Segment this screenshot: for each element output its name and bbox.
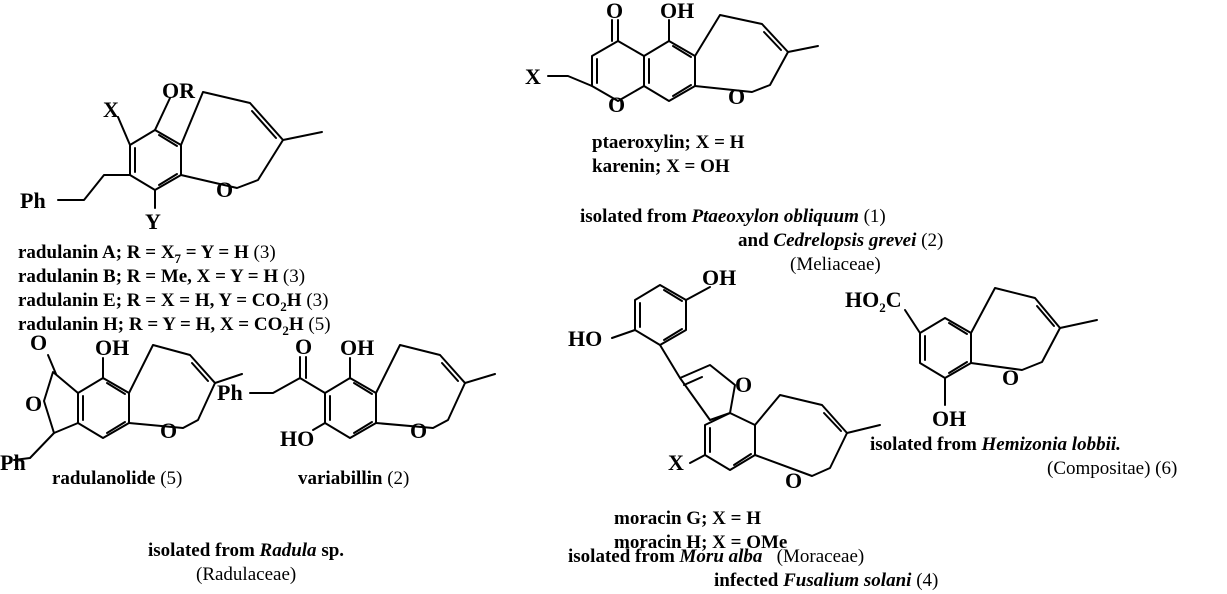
ptaeroxylin-ring-oxygen: O — [728, 84, 745, 109]
radulanolide-oh-label: OH — [95, 335, 129, 360]
hemizonia-source-line: isolated from Hemizonia lobbii. — [870, 434, 1121, 455]
ptaeroxylin-label: ptaeroxylin; X = H — [592, 132, 745, 153]
radulanin-ph-label: Ph — [20, 188, 46, 213]
moracin-oh-label: OH — [702, 265, 736, 290]
karenin-label: karenin; X = OH — [592, 156, 730, 177]
variabillin-ph-label: Ph — [217, 380, 243, 405]
hemizonia-carboxyl-label: HO2C — [845, 287, 902, 315]
meliaceae-source-line2: and Cedrelopsis grevei (2) — [738, 230, 943, 251]
radulanin-or-label: OR — [162, 78, 196, 103]
ptaeroxylin-x-label: X — [525, 64, 541, 89]
variabillin-ho-bottom: HO — [280, 426, 314, 451]
radula-source: isolated from Radula sp. (Radulaceae) — [148, 540, 344, 585]
moraceae-source-line2: infected Fusalium solani (4) — [714, 570, 938, 591]
radulanin-structure: OR X Ph Y O — [20, 78, 323, 234]
radula-family: (Radulaceae) — [196, 564, 296, 585]
hemizonia-structure: HO2C O OH isolated from Hemizonia lobbii… — [845, 287, 1177, 479]
moracin-g-label: moracin G; X = H — [614, 508, 761, 529]
ptaeroxylin-structure: O OH X O O ptaeroxylin; X = H karenin; X… — [525, 0, 819, 177]
ptaeroxylin-carbonyl-oxygen: O — [606, 0, 623, 23]
meliaceae-source-line1: isolated from Ptaeoxylon obliquum (1) — [580, 206, 886, 227]
radulanolide-ph-label: Ph — [0, 450, 26, 475]
radula-source-line: isolated from Radula sp. — [148, 540, 344, 561]
hemizonia-ring-oxygen: O — [1002, 365, 1019, 390]
moracin-structure: OH HO O X O moracin G; X = H moracin H; … — [568, 265, 881, 553]
radulanin-e-label: radulanin E; R = X = H, Y = CO2H (3) — [18, 290, 328, 314]
hemizonia-oh-label: OH — [932, 406, 966, 431]
radulanin-a-label: radulanin A; R = X7 = Y = H (3) — [18, 242, 276, 266]
variabillin-structure: Ph O OH HO O variabillin (2) — [217, 334, 496, 489]
moracin-h-label: moracin H; X = OMe — [614, 532, 787, 553]
moracin-furan-oxygen: O — [735, 372, 752, 397]
radulanin-y-label: Y — [145, 209, 161, 234]
radulanolide-label: radulanolide (5) — [52, 468, 182, 489]
moraceae-source: isolated from Moru alba (Moraceae) infec… — [568, 546, 938, 591]
meliaceae-source: isolated from Ptaeoxylon obliquum (1) an… — [580, 206, 943, 275]
meliaceae-family: (Meliaceae) — [790, 254, 881, 275]
moraceae-source-line1: isolated from Moru alba (Moraceae) — [568, 546, 864, 567]
variabillin-oh-top: OH — [340, 335, 374, 360]
variabillin-ring-oxygen: O — [410, 418, 427, 443]
radulanolide-structure: O OH O O Ph radulanolide (5) — [0, 330, 243, 489]
radulanin-h-label: radulanin H; R = Y = H, X = CO2H (5) — [18, 314, 331, 338]
ptaeroxylin-oh-label: OH — [660, 0, 694, 23]
variabillin-carbonyl-oxygen: O — [295, 334, 312, 359]
radulanin-x-label: X — [103, 97, 119, 122]
ptaeroxylin-pyran-oxygen: O — [608, 92, 625, 117]
compositae-family: (Compositae) (6) — [1047, 458, 1177, 479]
radulanolide-carbonyl-oxygen: O — [30, 330, 47, 355]
moracin-ring-oxygen: O — [785, 468, 802, 493]
moracin-ho-label: HO — [568, 326, 602, 351]
radulanolide-ring-oxygen: O — [160, 418, 177, 443]
radulanin-b-label: radulanin B; R = Me, X = Y = H (3) — [18, 266, 305, 287]
radulanin-label-list: radulanin A; R = X7 = Y = H (3) radulani… — [18, 242, 331, 338]
radulanin-ring-oxygen: O — [216, 177, 233, 202]
variabillin-label: variabillin (2) — [298, 468, 409, 489]
radulanolide-lactone-oxygen: O — [25, 391, 42, 416]
moracin-x-label: X — [668, 450, 684, 475]
